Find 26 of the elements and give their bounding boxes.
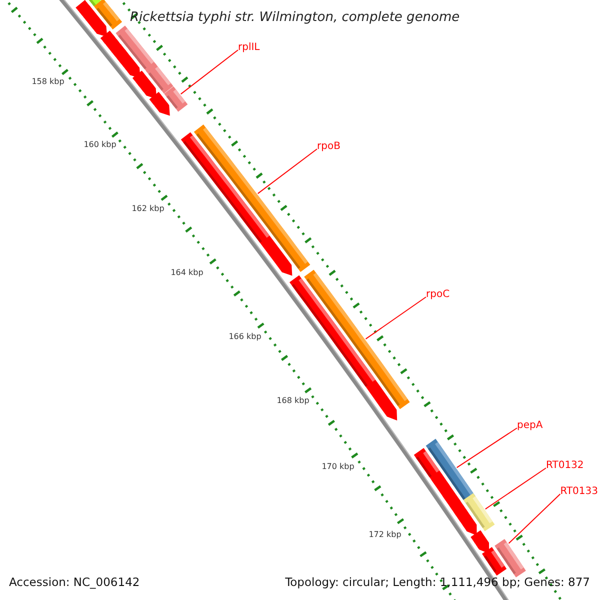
scale-label: 172 kbp (368, 530, 402, 540)
gene-label: RT0132 (546, 460, 584, 472)
leader-line (508, 494, 561, 544)
scale-label: 158 kbp (32, 77, 64, 87)
gene-label: rpoC (426, 289, 450, 301)
leader-line (180, 50, 238, 95)
scale-label: 160 kbp (84, 140, 116, 150)
scale-label: 164 kbp (170, 268, 204, 278)
scale-label: 168 kbp (276, 396, 310, 406)
gene-label: rplIL (238, 42, 260, 54)
leader-line (456, 428, 518, 468)
gene-label: rpoB (317, 141, 340, 153)
leader-line (484, 468, 546, 510)
gene-label: pepA (517, 420, 543, 432)
title: Rickettsia typhi str. Wilmington, complete genome (130, 10, 460, 26)
leader-line (365, 296, 426, 340)
accession-text: Accession: NC_006142 (9, 575, 140, 589)
scale-label: 166 kbp (228, 332, 262, 342)
gene-label: RT0133 (560, 486, 598, 498)
scale-label: 170 kbp (322, 462, 354, 472)
scale-label: 162 kbp (132, 204, 164, 214)
gene-feature (164, 86, 188, 112)
leader-line (257, 148, 318, 194)
gene-feature (463, 493, 495, 532)
genome-summary-text: Topology: circular; Length: 1,111,496 bp; Genes: 877 (285, 575, 590, 589)
gene-feature (494, 539, 526, 578)
